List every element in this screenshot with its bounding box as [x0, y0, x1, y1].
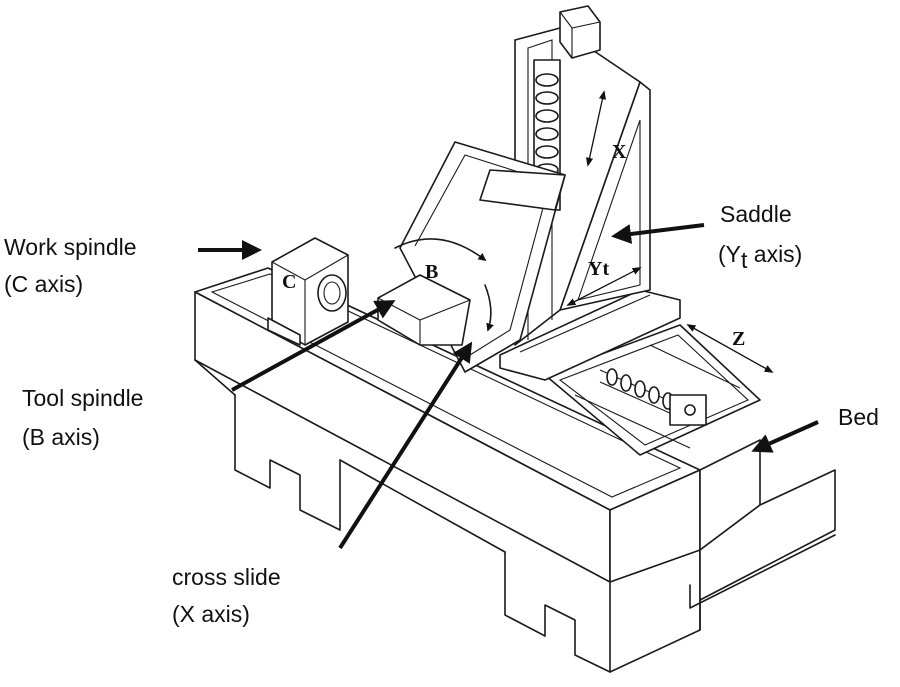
z-axis-mark: Z	[732, 328, 745, 350]
work-spindle-axis-label: (C axis)	[4, 271, 83, 297]
axis-motion-arrows	[566, 90, 774, 373]
tool-spindle-arrow	[231, 300, 396, 392]
bed-label: Bed	[838, 404, 879, 430]
cross-slide-label: cross slide	[172, 564, 281, 590]
saddle-label: Saddle	[720, 201, 792, 227]
saddle-axis-label: (Yt axis)	[718, 241, 802, 273]
c-axis-mark: C	[282, 271, 296, 293]
tool-spindle-axis-label: (B axis)	[22, 424, 100, 450]
yt-axis-mark: Yt	[588, 258, 609, 280]
z-motion-arrow	[686, 324, 774, 373]
saddle-arrow	[611, 223, 705, 244]
leader-arrows	[198, 223, 819, 550]
z-ball-screw	[574, 344, 741, 449]
bed-arrow	[751, 420, 819, 453]
x-motion-arrow	[586, 90, 606, 167]
yt-motion-arrow	[566, 267, 642, 306]
work-spindle	[267, 237, 349, 346]
x-axis-mark: X	[612, 141, 627, 163]
saddle-column	[499, 5, 681, 381]
cross-slide-axis-label: (X axis)	[172, 601, 250, 627]
work-spindle-label: Work spindle	[4, 234, 137, 260]
b-axis-mark: B	[425, 261, 438, 283]
cross-slide-arrow	[338, 341, 473, 550]
tool-spindle-label: Tool spindle	[22, 385, 143, 411]
